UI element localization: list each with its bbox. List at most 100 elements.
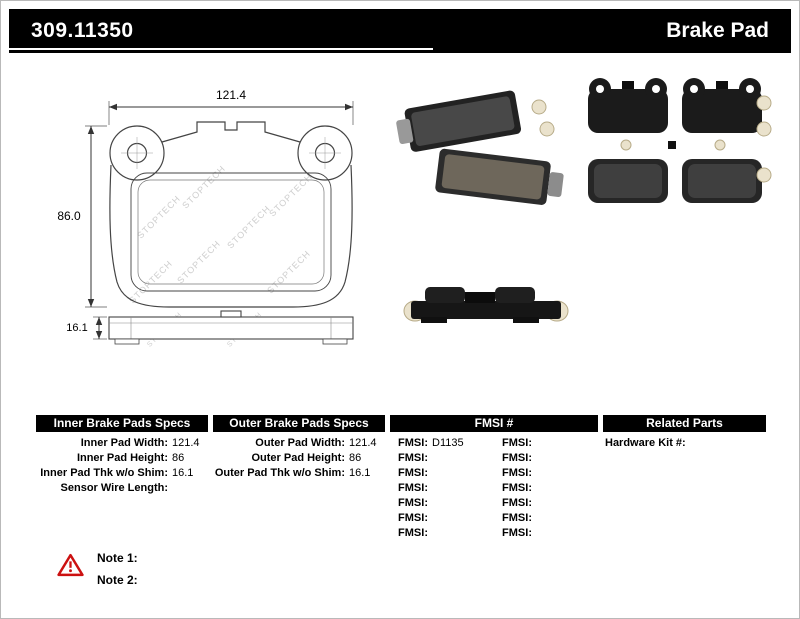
fmsi-column: FMSI # FMSI: D1135 FMSI: FMSI: FMSI: FMSI… bbox=[390, 415, 598, 541]
fmsi-value bbox=[428, 451, 432, 466]
dim-width-label: 121.4 bbox=[216, 88, 246, 102]
fmsi-label: FMSI: bbox=[398, 452, 428, 464]
dim-height-label: 86.0 bbox=[57, 209, 81, 223]
watermark-text: STOPTECH bbox=[225, 203, 272, 250]
dimension-width: 121.4 bbox=[108, 88, 354, 125]
spec-row: Inner Pad Thk w/o Shim:16.1 bbox=[36, 466, 208, 481]
fmsi-row: FMSI: bbox=[390, 451, 494, 466]
fmsi-label: FMSI: bbox=[398, 437, 428, 449]
watermark-text: STOPTECH bbox=[135, 193, 182, 240]
spec-row: Outer Pad Width: 121.4 bbox=[213, 436, 385, 451]
header-divider bbox=[9, 48, 433, 50]
spec-label: Outer Pad Height: bbox=[251, 452, 345, 464]
fmsi-label: FMSI: bbox=[502, 512, 532, 524]
fmsi-value bbox=[428, 511, 432, 526]
fmsi-row: FMSI: bbox=[390, 526, 494, 541]
fmsi-label: FMSI: bbox=[398, 527, 428, 539]
fmsi-label: FMSI: bbox=[502, 437, 532, 449]
inner-specs-column: Inner Brake Pads Specs Inner Pad Width: 1… bbox=[36, 415, 208, 496]
hardware-dampers bbox=[620, 95, 772, 183]
outer-specs-column: Outer Brake Pads Specs Outer Pad Width: 1… bbox=[213, 415, 385, 481]
fmsi-value bbox=[532, 466, 536, 481]
watermark-text: STOPTECH bbox=[180, 163, 227, 210]
dimension-thickness: 16.1 bbox=[66, 316, 107, 340]
pad-back-right bbox=[682, 78, 762, 133]
fmsi-label: FMSI: bbox=[502, 482, 532, 494]
spec-value: 121.4 bbox=[172, 437, 200, 449]
fmsi-value bbox=[532, 496, 536, 511]
spec-row: Hardware Kit #: bbox=[603, 436, 766, 451]
spec-value: 121.4 bbox=[349, 437, 377, 449]
warning-icon bbox=[57, 553, 84, 577]
fmsi-row: FMSI: bbox=[494, 481, 598, 496]
fmsi-row: FMSI: bbox=[494, 526, 598, 541]
fmsi-label: FMSI: bbox=[398, 497, 428, 509]
inner-specs-header: Inner Brake Pads Specs bbox=[36, 415, 208, 432]
fmsi-label: FMSI: bbox=[502, 467, 532, 479]
ear-crosshairs bbox=[121, 137, 341, 169]
fmsi-grid: FMSI: D1135 FMSI: FMSI: FMSI: FMSI: FMSI:… bbox=[390, 436, 598, 541]
pad-dimension-diagram: STOPTECH STOPTECH STOPTECH STOPTECH STOP… bbox=[57, 88, 354, 349]
fmsi-value: D1135 bbox=[432, 437, 464, 449]
spec-value: 86 bbox=[349, 452, 362, 464]
page-title: Brake Pad bbox=[666, 19, 769, 42]
pad-front-left bbox=[588, 159, 668, 203]
fmsi-row: FMSI: bbox=[494, 496, 598, 511]
fmsi-row: FMSI: bbox=[390, 481, 494, 496]
fmsi-value bbox=[532, 481, 536, 496]
notes-section: Note 1: Note 2: bbox=[57, 551, 357, 588]
fmsi-label: FMSI: bbox=[502, 452, 532, 464]
fmsi-value bbox=[532, 451, 536, 466]
spec-label: Hardware Kit #: bbox=[605, 437, 686, 449]
fmsi-row: FMSI: bbox=[494, 466, 598, 481]
fmsi-value bbox=[532, 511, 536, 526]
watermark-text: STOPTECH bbox=[175, 238, 222, 285]
related-parts-rows: Hardware Kit #: bbox=[603, 436, 766, 451]
spec-label: Inner Pad Width: bbox=[80, 437, 168, 449]
related-parts-header: Related Parts bbox=[603, 415, 766, 432]
fmsi-row: FMSI: bbox=[390, 511, 494, 526]
fmsi-value bbox=[428, 526, 432, 541]
pad-pair-illustration bbox=[396, 90, 564, 205]
product-photo-pad-pair bbox=[389, 77, 579, 222]
spec-label: Inner Pad Thk w/o Shim: bbox=[40, 467, 168, 479]
fmsi-value bbox=[428, 466, 432, 481]
pad-side-view bbox=[108, 310, 354, 345]
spec-label: Outer Pad Width: bbox=[255, 437, 345, 449]
technical-drawing: STOPTECH STOPTECH STOPTECH STOPTECH STOP… bbox=[41, 69, 386, 369]
spec-row: Outer Pad Height: 86 bbox=[213, 451, 385, 466]
product-photo-pad-set bbox=[576, 67, 776, 222]
fmsi-label: FMSI: bbox=[502, 527, 532, 539]
note-1: Note 1: bbox=[97, 551, 138, 565]
product-photo-pad-edge bbox=[391, 273, 581, 339]
fmsi-row: FMSI: bbox=[390, 466, 494, 481]
fmsi-label: FMSI: bbox=[398, 512, 428, 524]
spec-row: Outer Pad Thk w/o Shim: 16.1 bbox=[213, 466, 385, 481]
note-2: Note 2: bbox=[97, 573, 138, 587]
spec-row: Inner Pad Height:86 bbox=[36, 451, 208, 466]
fmsi-row: FMSI: bbox=[494, 511, 598, 526]
pad-front-right bbox=[682, 159, 762, 203]
fmsi-label: FMSI: bbox=[502, 497, 532, 509]
fmsi-row: FMSI: bbox=[390, 496, 494, 511]
spec-value bbox=[168, 481, 172, 496]
part-number: 309.11350 bbox=[31, 19, 134, 42]
watermark-text: STOPTECH bbox=[265, 248, 312, 295]
fmsi-value bbox=[428, 481, 432, 496]
fmsi-value bbox=[532, 526, 536, 541]
spec-label: Outer Pad Thk w/o Shim: bbox=[214, 467, 345, 479]
spec-row: Inner Pad Width: 121.4 bbox=[36, 436, 208, 451]
fmsi-header: FMSI # bbox=[390, 415, 598, 432]
spec-value: 16.1 bbox=[349, 467, 371, 479]
watermark-text: STOPTECH bbox=[127, 258, 174, 305]
dimension-height: 86.0 bbox=[57, 125, 107, 308]
fmsi-row: FMSI: bbox=[494, 436, 598, 451]
fmsi-row: FMSI: bbox=[494, 451, 598, 466]
outer-specs-header: Outer Brake Pads Specs bbox=[213, 415, 385, 432]
fmsi-value bbox=[428, 496, 432, 511]
spec-label: Sensor Wire Length: bbox=[60, 482, 168, 494]
fmsi-label: FMSI: bbox=[398, 482, 428, 494]
watermark-text: STOPTECH bbox=[267, 171, 314, 218]
pad-edge-illustration bbox=[403, 287, 569, 323]
